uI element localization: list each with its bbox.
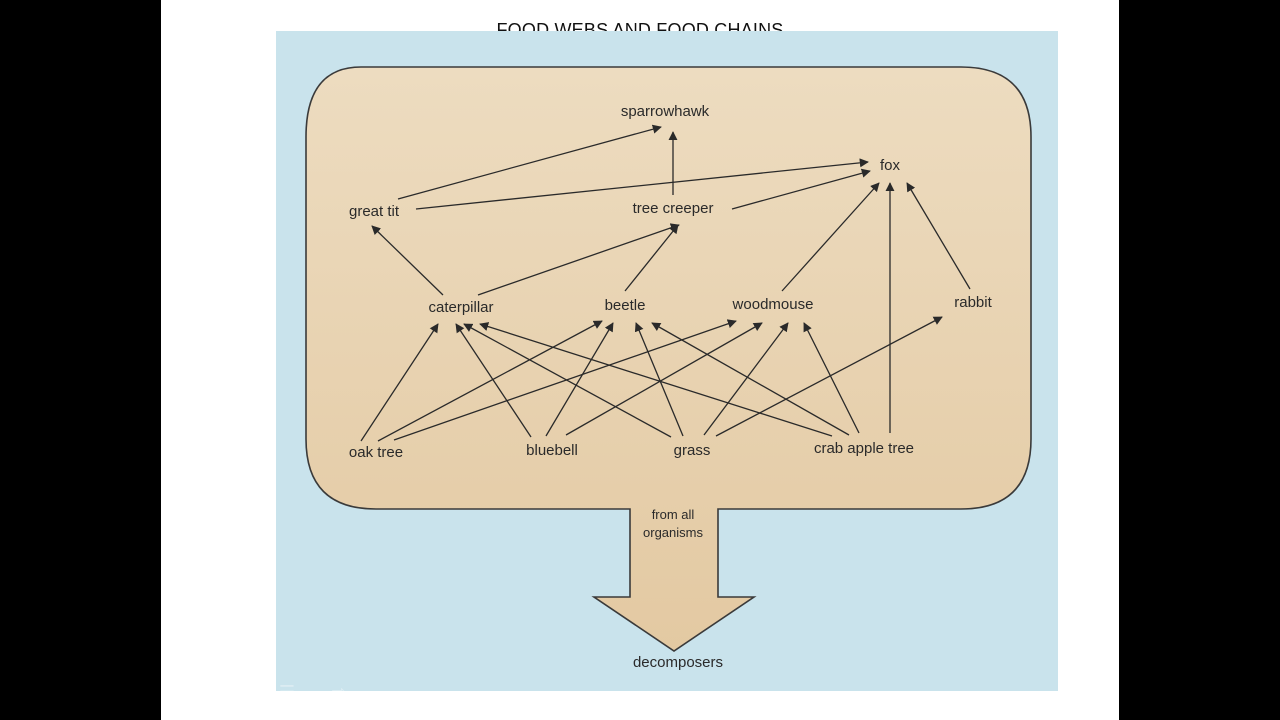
note-line-1: from all: [652, 507, 695, 522]
food-web-diagram: sparrowhawk fox great tit tree creeper c…: [305, 66, 1032, 671]
node-oak-tree: oak tree: [349, 444, 403, 461]
node-woodmouse: woodmouse: [732, 296, 814, 313]
arrow-grass-to-caterpillar: [463, 323, 672, 438]
arrow-grass-to-woodmouse: [703, 322, 789, 436]
arrow-rabbit-to-fox: [906, 182, 971, 290]
node-caterpillar: caterpillar: [428, 299, 493, 316]
edge-layer: [360, 124, 971, 442]
slide: FOOD WEBS AND FOOD CHAINS sparrowhawk fo…: [161, 0, 1119, 720]
arrow-left-icon[interactable]: ⇦: [175, 682, 191, 702]
arrow-crab-apple-tree-to-beetle: [651, 322, 850, 436]
arrow-caterpillar-to-tree-creeper: [477, 223, 680, 296]
pen-icon[interactable]: ✎: [227, 682, 243, 702]
node-crab-apple-tree: crab apple tree: [814, 440, 914, 457]
arrow-bluebell-to-woodmouse: [565, 322, 763, 436]
node-fox: fox: [880, 157, 901, 174]
food-web-figure: sparrowhawk fox great tit tree creeper c…: [276, 31, 1058, 691]
arrow-bluebell-to-beetle: [545, 322, 614, 437]
node-beetle: beetle: [605, 297, 646, 314]
arrow-grass-to-beetle: [634, 322, 684, 437]
node-rabbit: rabbit: [954, 294, 992, 311]
arrow-right-icon[interactable]: ⇨: [331, 682, 347, 702]
node-grass: grass: [674, 442, 711, 459]
note-line-2: organisms: [643, 525, 703, 540]
arrow-tree-creeper-to-fox: [731, 168, 871, 210]
arrow-oak-tree-to-beetle: [377, 320, 603, 442]
arrow-bluebell-to-caterpillar: [455, 323, 532, 438]
node-great-tit: great tit: [349, 203, 400, 220]
node-tree-creeper: tree creeper: [633, 200, 714, 217]
node-bluebell: bluebell: [526, 442, 578, 459]
node-sparrowhawk: sparrowhawk: [621, 103, 710, 120]
arrow-great-tit-to-sparrowhawk: [397, 124, 662, 200]
arrow-beetle-to-tree-creeper: [624, 224, 679, 292]
food-web-panel: [305, 66, 1032, 652]
arrow-great-tit-to-fox: [415, 158, 869, 210]
arrow-grass-to-rabbit: [715, 316, 943, 437]
arrow-crab-apple-tree-to-caterpillar: [479, 322, 833, 437]
arrow-oak-tree-to-woodmouse: [393, 319, 737, 441]
slide-nav-controls: ⇦ ✎ ☰ ⇨: [170, 680, 360, 706]
arrow-crab-apple-tree-to-woodmouse: [803, 322, 860, 434]
node-decomposers: decomposers: [633, 654, 723, 671]
arrow-woodmouse-to-fox: [781, 182, 880, 292]
arrow-oak-tree-to-caterpillar: [360, 323, 439, 442]
menu-icon[interactable]: ☰: [278, 682, 296, 702]
arrow-caterpillar-to-great-tit: [371, 225, 444, 296]
